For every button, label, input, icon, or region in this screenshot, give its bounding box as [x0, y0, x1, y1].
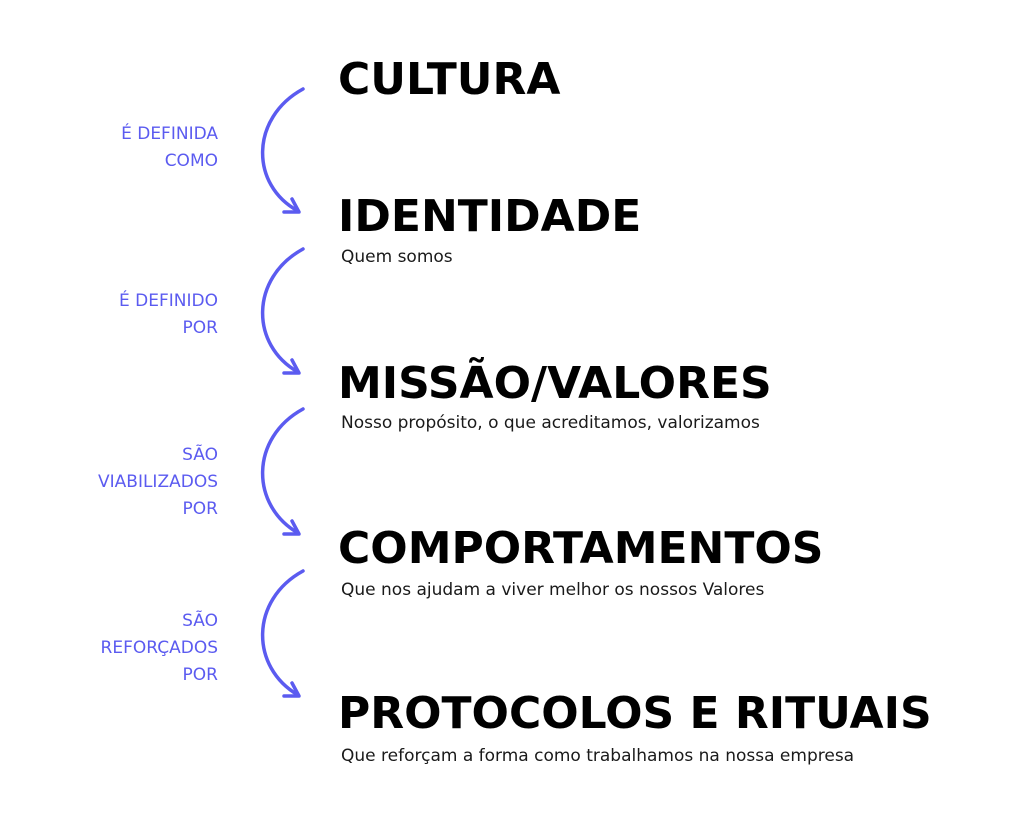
connector-label-line: VIABILIZADOS [98, 472, 218, 492]
connector-label: SÃO REFORÇADOS POR [101, 608, 218, 689]
connector-label: É DEFINIDA COMO [121, 121, 218, 175]
stage-title-missao-valores: MISSÃO/VALORES [338, 358, 772, 409]
stage-title-cultura: CULTURA [338, 54, 561, 105]
connector-label-line: POR [182, 499, 218, 519]
connector-label: É DEFINIDO POR [119, 288, 218, 342]
connector-label-line: SÃO [182, 445, 218, 465]
stage-subtitle: Que nos ajudam a viver melhor os nossos … [341, 580, 765, 600]
connector-label-line: REFORÇADOS [100, 638, 218, 658]
stage-title-protocolos-e-rituais: PROTOCOLOS E RITUAIS [338, 688, 932, 739]
stage-subtitle: Quem somos [341, 247, 453, 267]
stage-title-comportamentos: COMPORTAMENTOS [338, 523, 824, 574]
curved-arrow-icon [260, 407, 305, 536]
connector-label-line: POR [182, 665, 218, 685]
stage-subtitle: Nosso propósito, o que acreditamos, valo… [341, 413, 760, 433]
connector-label-line: POR [182, 318, 218, 338]
curved-arrow-icon [260, 247, 305, 375]
connector-label-line: É DEFINIDA [121, 124, 218, 144]
connector-label-line: COMO [164, 151, 218, 171]
curved-arrow-icon [260, 569, 305, 698]
curved-arrow-icon [260, 87, 305, 214]
connector-label-line: SÃO [182, 611, 218, 631]
stage-subtitle: Que reforçam a forma como trabalhamos na… [341, 746, 855, 766]
stage-title-identidade: IDENTIDADE [338, 191, 642, 242]
connector-label: SÃO VIABILIZADOS POR [98, 442, 218, 523]
connector-label-line: É DEFINIDO [119, 291, 218, 311]
